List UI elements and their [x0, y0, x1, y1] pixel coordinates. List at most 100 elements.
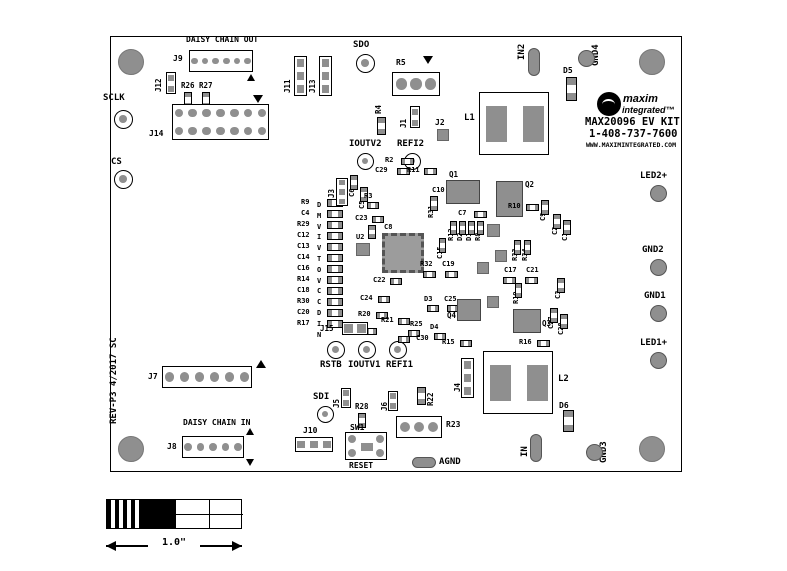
label-c8: C8 — [384, 223, 393, 231]
brand-phone: 1-408-737-7600 — [589, 128, 678, 140]
label-sdi: SDI — [313, 392, 330, 402]
pin-hole — [243, 108, 253, 118]
label-sw1: SW1 — [350, 423, 365, 432]
part-terminal — [361, 188, 367, 192]
component-r33 — [514, 240, 521, 255]
component-c28 — [560, 314, 568, 329]
part-terminal — [337, 244, 342, 250]
part-terminal — [478, 230, 483, 234]
part-terminal — [468, 341, 471, 346]
pad-center-dot — [331, 345, 339, 353]
label-c25: C25 — [444, 295, 457, 303]
part-terminal — [558, 279, 564, 283]
pin-hole — [348, 449, 356, 457]
pin-pad — [463, 387, 472, 396]
pin-pad — [343, 400, 349, 406]
part-terminal — [351, 176, 357, 180]
pad-led1 — [650, 352, 667, 369]
component-r12 — [450, 221, 457, 235]
j9-pin1-marker — [247, 74, 255, 81]
label-l2: L2 — [558, 374, 569, 384]
component-sw1 — [345, 432, 387, 460]
pad-center-dot — [393, 345, 401, 353]
connector-j4 — [461, 358, 474, 398]
label-in: IN — [520, 446, 530, 457]
part-terminal — [469, 230, 474, 234]
part-terminal — [428, 306, 431, 311]
part-terminal — [337, 277, 342, 283]
label-r32: R32 — [420, 260, 433, 268]
pin-hole — [216, 108, 225, 118]
component-r29 — [327, 221, 343, 229]
component-r22 — [417, 387, 426, 405]
part-terminal — [380, 217, 383, 222]
part-terminal — [431, 197, 437, 201]
component-r16 — [537, 340, 550, 347]
part-terminal — [337, 321, 342, 327]
part-terminal — [525, 250, 530, 254]
part-terminal — [361, 197, 367, 201]
pin-pad — [463, 360, 472, 369]
label-daisy-chain-in: DAISY CHAIN IN — [183, 418, 251, 427]
part-terminal — [516, 284, 521, 288]
pin-pad — [339, 179, 345, 186]
part-terminal — [368, 203, 371, 208]
connector-j5 — [341, 388, 351, 408]
pin-hole — [413, 421, 425, 433]
component-c29 — [397, 168, 410, 175]
part-terminal — [337, 266, 342, 272]
part-terminal — [435, 306, 438, 311]
component-c30 — [398, 336, 410, 343]
part-terminal — [416, 331, 419, 336]
pad-rstb — [327, 341, 345, 359]
r5-marker — [423, 56, 433, 64]
component-c14 — [327, 254, 343, 262]
pad-gnd1 — [650, 305, 667, 322]
part-terminal — [554, 224, 560, 228]
label-r26: R26 — [181, 81, 195, 90]
part-terminal — [526, 278, 530, 283]
part-terminal — [561, 315, 567, 319]
component-r2 — [401, 158, 414, 165]
part-terminal — [409, 331, 412, 336]
label-refi2: REFI2 — [397, 139, 425, 149]
part-terminal — [328, 266, 333, 272]
label-j12: J12 — [154, 78, 163, 92]
part-terminal — [561, 324, 567, 328]
pin-pad — [339, 198, 345, 205]
pad-gnd3 — [586, 444, 603, 461]
component-c19 — [445, 271, 458, 278]
component-c6 — [350, 175, 358, 190]
pin-pad — [357, 324, 366, 333]
pin-pad — [321, 85, 330, 94]
label-j1: J1 — [399, 118, 408, 128]
part-terminal — [455, 306, 458, 311]
component-c27 — [550, 308, 558, 323]
part-terminal — [554, 215, 560, 219]
label-r20: R20 — [358, 310, 371, 318]
component-c4 — [327, 210, 343, 218]
label-r30: R30 — [297, 297, 310, 305]
component-r20 — [376, 312, 388, 319]
part-terminal — [432, 169, 436, 174]
part-terminal — [533, 278, 537, 283]
component-c8 — [368, 225, 376, 239]
label-led2: LED2+ — [640, 171, 668, 181]
smd-chip-3 — [477, 262, 489, 274]
label-ioutv1: IOUTV1 — [348, 360, 381, 370]
pin-pad — [168, 85, 174, 92]
pin-hole — [174, 108, 184, 118]
pin-hole — [212, 57, 219, 65]
component-r8 — [477, 221, 484, 235]
pin-pad — [390, 403, 396, 409]
label-c18: C18 — [297, 286, 310, 294]
component-c3 — [557, 278, 565, 293]
pin-pad — [343, 390, 349, 396]
part-terminal — [442, 334, 445, 339]
part-terminal — [328, 233, 333, 239]
label-rstb: RSTB — [320, 360, 342, 370]
part-terminal — [406, 337, 409, 342]
component-d5 — [566, 77, 577, 101]
component-c17 — [503, 277, 516, 284]
component-l2 — [483, 351, 553, 414]
